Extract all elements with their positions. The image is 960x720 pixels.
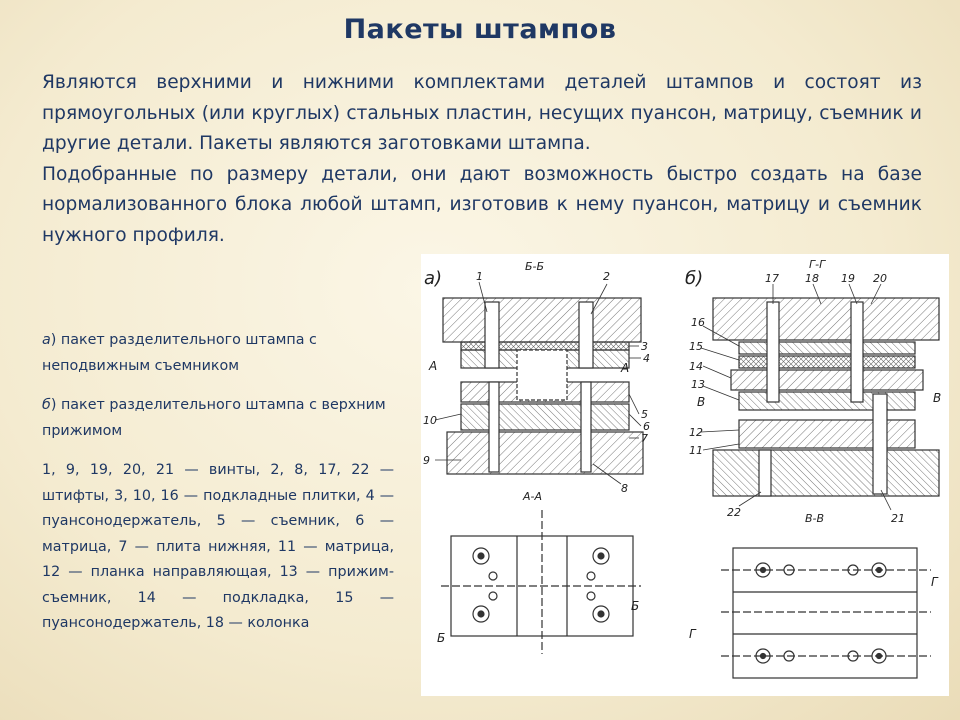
mark-4: 4 — [643, 352, 650, 365]
mark-17: 17 — [765, 272, 779, 285]
mark-9: 9 — [423, 454, 430, 467]
section-label-aa: А-А — [522, 490, 542, 503]
drawing-a-plan — [441, 510, 641, 654]
mark-b-right: Б — [631, 599, 639, 613]
mark-21: 21 — [891, 512, 905, 525]
mark-a-right: А — [620, 361, 629, 375]
caption-a-letter: а — [42, 332, 51, 348]
drawing-b-plan — [721, 547, 931, 679]
caption-b-letter: б — [42, 397, 51, 413]
figure-label-b: б) — [685, 268, 703, 289]
mark-13: 13 — [691, 378, 705, 391]
mark-15: 15 — [689, 340, 703, 353]
intro-paragraph-1: Являются верхними и нижними комплектами … — [42, 72, 922, 154]
mark-6: 6 — [643, 420, 650, 433]
mark-5: 5 — [641, 408, 648, 421]
intro-text: Являются верхними и нижними комплектами … — [42, 68, 922, 251]
mark-1: 1 — [476, 270, 483, 283]
technical-drawing: а) Б-Б 1 2 3 4 5 6 7 8 9 10 А А А-А Б Б — [421, 254, 949, 696]
figure-label-a: а) — [424, 268, 442, 289]
mark-22: 22 — [727, 506, 741, 519]
mark-v-left: В — [697, 395, 705, 409]
mark-2: 2 — [603, 270, 610, 283]
mark-g-left: Г — [689, 627, 697, 641]
mark-11: 11 — [689, 444, 703, 457]
caption-a: а) пакет разделительного штампа с неподв… — [42, 328, 394, 379]
drawing-b-section — [712, 297, 940, 497]
mark-20: 20 — [873, 272, 887, 285]
mark-8: 8 — [621, 482, 628, 495]
mark-18: 18 — [805, 272, 819, 285]
figure-captions: а) пакет разделительного штампа с неподв… — [42, 328, 394, 651]
caption-b-text: ) пакет разделительного штампа с верхним… — [42, 397, 386, 439]
mark-16: 16 — [691, 316, 705, 329]
drawing-a-section — [442, 297, 644, 475]
mark-7: 7 — [641, 432, 648, 445]
mark-10: 10 — [423, 414, 437, 427]
mark-14: 14 — [689, 360, 703, 373]
mark-b-left: Б — [437, 631, 445, 645]
section-label-vv: В-В — [805, 512, 824, 525]
section-label-gg: Г-Г — [809, 258, 826, 271]
section-label-bb: Б-Б — [525, 260, 544, 273]
parts-legend: 1, 9, 19, 20, 21 — винты, 2, 8, 17, 22 —… — [42, 462, 394, 631]
drawing-b-leaders — [700, 283, 892, 511]
slide-title: Пакеты штампов — [343, 14, 617, 45]
caption-a-text: ) пакет разделительного штампа с неподви… — [42, 332, 317, 374]
drawing-svg: а) Б-Б 1 2 3 4 5 6 7 8 9 10 А А А-А Б Б — [423, 258, 941, 679]
mark-v-right: В — [933, 391, 941, 405]
mark-12: 12 — [689, 426, 703, 439]
mark-3: 3 — [641, 340, 648, 353]
mark-19: 19 — [841, 272, 855, 285]
intro-paragraph-2: Подобранные по размеру детали, они дают … — [42, 163, 922, 246]
mark-a-left: А — [428, 359, 437, 373]
drawing-a-leaders — [434, 281, 642, 485]
mark-g-right: Г — [931, 575, 939, 589]
caption-b: б) пакет разделительного штампа с верхни… — [42, 393, 394, 444]
